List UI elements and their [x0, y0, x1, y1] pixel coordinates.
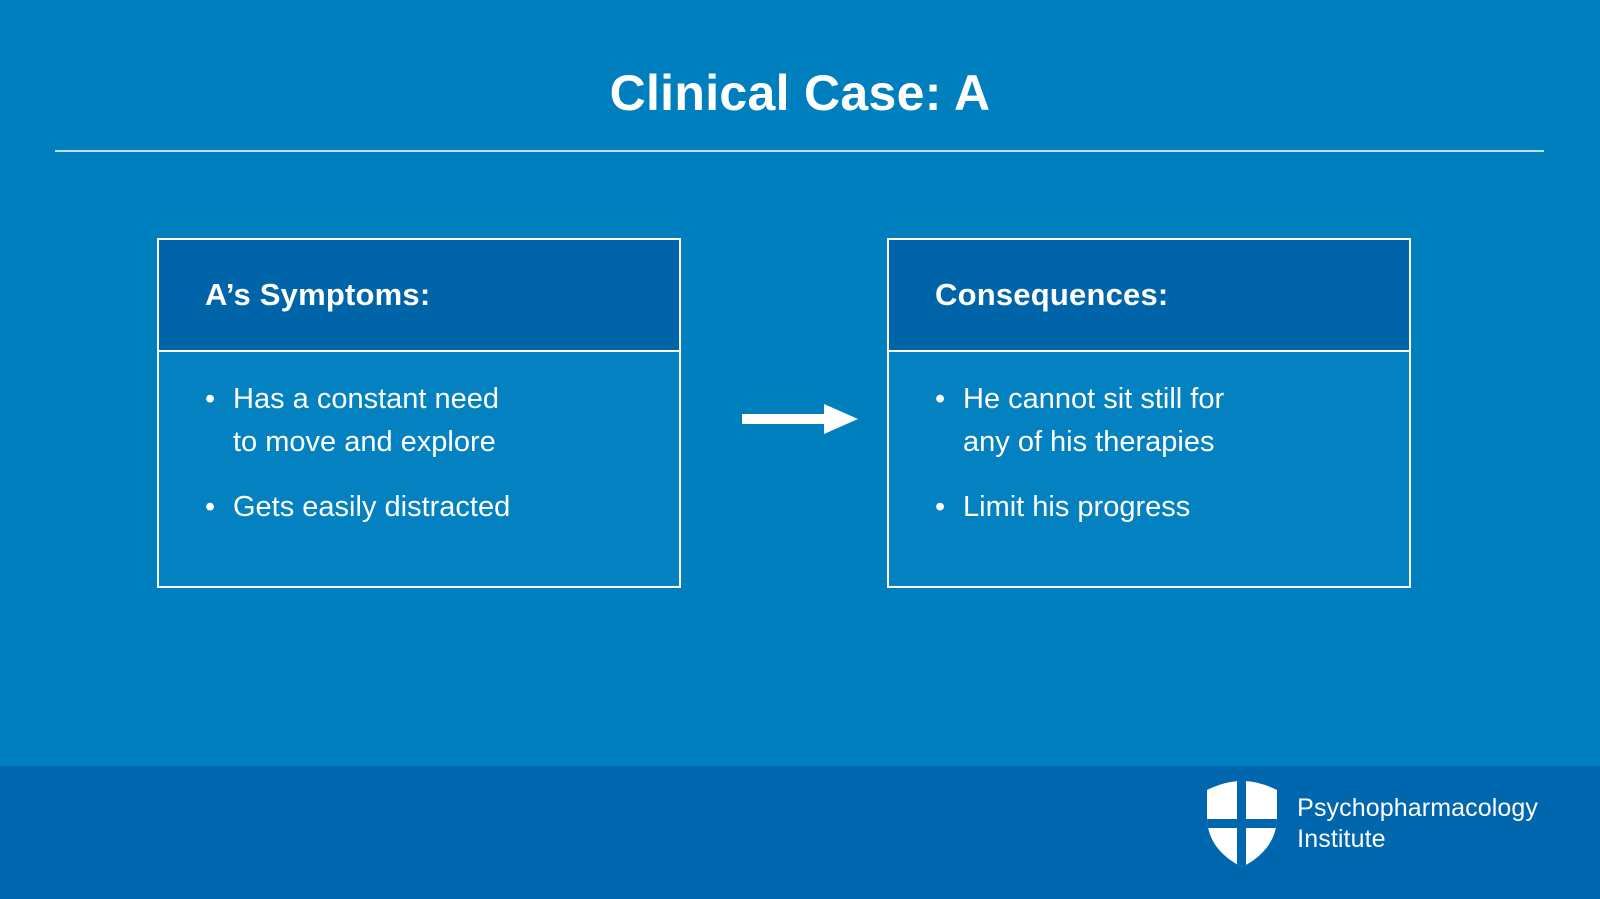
symptoms-panel-body: • Has a constant need to move and explor… — [159, 352, 679, 529]
consequences-panel-header-label: Consequences: — [935, 276, 1169, 312]
list-item-line: to move and explore — [233, 426, 496, 458]
brand-logo-text: Psychopharmacology Institute — [1297, 793, 1538, 855]
shield-cross-logo-icon — [1205, 781, 1279, 867]
title-divider-rule — [55, 150, 1544, 152]
list-item: • Has a constant need to move and explor… — [205, 378, 661, 464]
list-item: • He cannot sit still for any of his the… — [935, 378, 1391, 464]
list-item: • Limit his progress — [935, 486, 1391, 529]
list-item-line: Gets easily distracted — [233, 491, 511, 523]
page-title: Clinical Case: A — [609, 65, 991, 121]
consequences-panel-header: Consequences: — [889, 240, 1409, 352]
list-item-line: He cannot sit still for — [963, 383, 1225, 415]
symptoms-panel-header-label: A’s Symptoms: — [205, 276, 431, 312]
bullet-dot-icon: • — [935, 491, 946, 523]
list-item-line: Limit his progress — [963, 491, 1191, 523]
bullet-dot-icon: • — [935, 383, 946, 415]
arrow-right-icon — [742, 403, 858, 435]
consequences-panel-body: • He cannot sit still for any of his the… — [889, 352, 1409, 529]
list-item-line: any of his therapies — [963, 426, 1215, 458]
symptoms-panel-header: A’s Symptoms: — [159, 240, 679, 352]
bullet-dot-icon: • — [205, 383, 216, 415]
consequences-panel: Consequences: • He cannot sit still for … — [887, 238, 1411, 588]
bullet-dot-icon: • — [205, 491, 216, 523]
symptoms-bullet-list: • Has a constant need to move and explor… — [205, 378, 661, 529]
brand-name-line-2: Institute — [1297, 825, 1386, 853]
brand-logo: Psychopharmacology Institute — [1205, 781, 1538, 867]
brand-name-line-1: Psychopharmacology — [1297, 794, 1538, 822]
list-item-line: Has a constant need — [233, 383, 500, 415]
consequences-bullet-list: • He cannot sit still for any of his the… — [935, 378, 1391, 529]
list-item: • Gets easily distracted — [205, 486, 661, 529]
footer-band — [0, 766, 1600, 899]
symptoms-panel: A’s Symptoms: • Has a constant need to m… — [157, 238, 681, 588]
